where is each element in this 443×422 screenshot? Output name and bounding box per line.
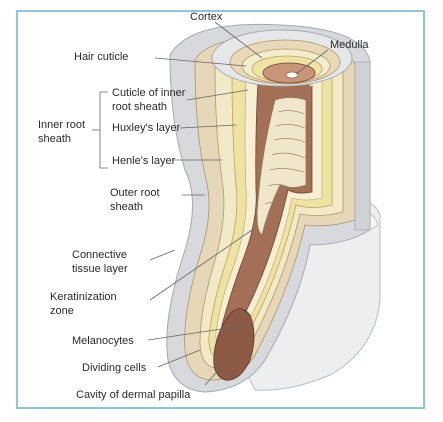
label-keratinization-2: zone	[50, 305, 74, 317]
label-connective-2: tissue layer	[72, 263, 128, 275]
label-inner-root-2: sheath	[38, 133, 71, 145]
label-cuticle-inner-2: root sheath	[112, 101, 167, 113]
label-cuticle-inner-1: Cuticle of inner	[112, 87, 186, 99]
label-connective-1: Connective	[72, 249, 127, 261]
label-henle: Henle's layer	[112, 155, 176, 167]
label-outer-root-1: Outer root	[110, 187, 160, 199]
label-melanocytes: Melanocytes	[72, 335, 134, 347]
label-inner-root-1: Inner root	[38, 119, 85, 131]
label-dividing-cells: Dividing cells	[82, 362, 147, 374]
label-huxley: Huxley's layer	[112, 122, 180, 134]
label-keratinization-1: Keratinization	[50, 291, 117, 303]
label-hair-cuticle: Hair cuticle	[74, 51, 128, 63]
top-face-medulla	[286, 72, 298, 78]
label-cortex: Cortex	[190, 11, 223, 23]
cut-edge	[355, 62, 370, 230]
label-medulla: Medulla	[330, 39, 369, 51]
label-cavity-dermal-papilla: Cavity of dermal papilla	[76, 389, 191, 401]
label-outer-root-2: sheath	[110, 201, 143, 213]
